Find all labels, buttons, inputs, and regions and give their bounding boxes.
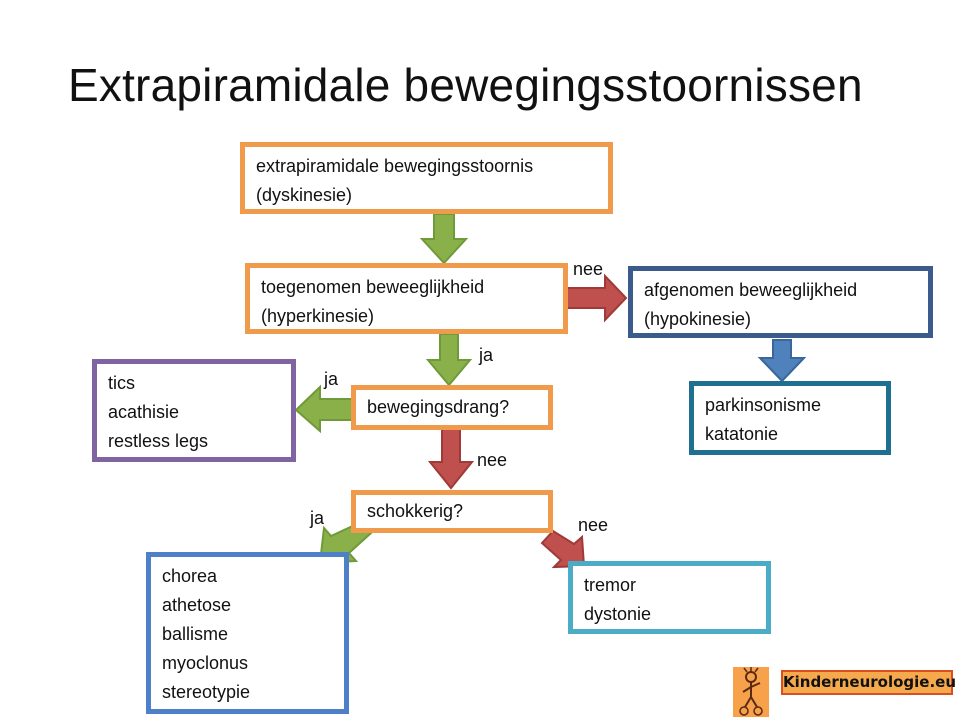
label-nee-bewegingsdrang: nee xyxy=(477,450,508,470)
box-line: schokkerig? xyxy=(367,501,464,521)
logo-figure-icon xyxy=(733,667,769,717)
arrow-bewegingsdrang-to-tics xyxy=(294,384,353,434)
box-line: (hypokinesie) xyxy=(644,309,752,329)
box-line: extrapiramidale bewegingsstoornis xyxy=(256,156,534,176)
box-parkinsonisme: parkinsonisme katatonie xyxy=(689,381,891,455)
box-line: dystonie xyxy=(584,604,652,624)
box-line: bewegingsdrang? xyxy=(367,397,510,417)
box-line: (dyskinesie) xyxy=(256,185,353,205)
label-ja-tics: ja xyxy=(324,369,339,389)
box-line: myoclonus xyxy=(162,653,249,673)
page-title: Extrapiramidale bewegingsstoornissen xyxy=(68,59,863,111)
box-tics: tics acathisie restless legs xyxy=(92,359,296,462)
box-line: restless legs xyxy=(108,431,209,451)
label-nee-hypokinesie: nee xyxy=(573,259,604,279)
box-line: tics xyxy=(108,373,135,393)
logo-text: Kinderneurologie.eu xyxy=(781,670,956,695)
box-bewegingsdrang: bewegingsdrang? xyxy=(351,385,553,430)
arrow-hyperkinesie-to-hypokinesie xyxy=(566,273,628,323)
arrow-hypokinesie-to-parkinsonisme xyxy=(757,339,807,383)
box-line: toegenomen beweeglijkheid xyxy=(261,277,485,297)
box-line: acathisie xyxy=(108,402,180,422)
box-tremor: tremor dystonie xyxy=(568,561,771,634)
box-line: athetose xyxy=(162,595,232,615)
label-ja-chorea: ja xyxy=(310,508,325,528)
box-line: afgenomen beweeglijkheid xyxy=(644,280,858,300)
box-line: stereotypie xyxy=(162,682,251,702)
box-hyperkinesie: toegenomen beweeglijkheid (hyperkinesie) xyxy=(245,263,568,334)
box-line: chorea xyxy=(162,566,218,586)
box-line: ballisme xyxy=(162,624,229,644)
box-schokkerig: schokkerig? xyxy=(351,490,553,533)
arrow-root-to-hyperkinesie xyxy=(419,213,469,265)
box-line: (hyperkinesie) xyxy=(261,306,375,326)
arrow-hyperkinesie-to-bewegingsdrang xyxy=(425,333,473,387)
box-line: tremor xyxy=(584,575,637,595)
box-line: katatonie xyxy=(705,424,779,444)
arrow-bewegingsdrang-to-schokkerig xyxy=(427,428,475,490)
label-ja-hyperkinesie: ja xyxy=(479,345,494,365)
box-hypokinesie: afgenomen beweeglijkheid (hypokinesie) xyxy=(628,266,933,338)
box-dyskinesie: extrapiramidale bewegingsstoornis (dyski… xyxy=(240,142,613,214)
box-chorea: chorea athetose ballisme myoclonus stere… xyxy=(146,552,349,714)
box-line: parkinsonisme xyxy=(705,395,822,415)
label-nee-tremor: nee xyxy=(578,515,609,535)
kinderneurologie-logo[interactable]: Kinderneurologie.eu xyxy=(733,667,956,717)
